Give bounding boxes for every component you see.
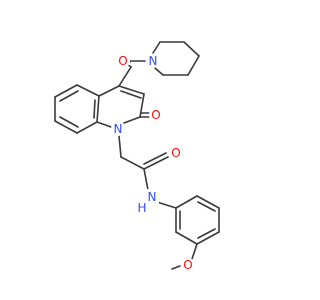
bond <box>197 228 216 239</box>
atom-label: H <box>137 201 146 215</box>
atom-label: N <box>148 190 157 204</box>
atom-o-methoxy: O <box>181 258 195 272</box>
bond <box>191 243 198 260</box>
bond <box>143 156 169 170</box>
bond <box>171 265 181 270</box>
atom-label: O <box>151 108 160 122</box>
molecule-structure: O N O N O N H O <box>54 41 220 272</box>
atom-label: O <box>171 146 180 160</box>
bond <box>183 41 200 57</box>
bond <box>59 90 79 102</box>
bond <box>196 231 220 245</box>
atom-o-ring: O <box>149 108 163 122</box>
bond <box>54 120 78 134</box>
bond <box>143 168 149 191</box>
bond <box>76 121 98 134</box>
bond <box>120 156 145 170</box>
bond <box>96 121 115 129</box>
atom-label: N <box>114 122 123 136</box>
bond <box>118 135 122 158</box>
atom-label: O <box>118 54 127 68</box>
bond <box>59 116 79 128</box>
atom-n-piperidine: N <box>146 54 160 68</box>
atom-label: N <box>149 54 158 68</box>
atom-nh-amide: N H <box>137 189 159 215</box>
bond <box>98 85 120 97</box>
bonds <box>54 41 220 270</box>
atom-o-amide: O <box>169 146 183 160</box>
bond <box>93 99 96 119</box>
bond <box>143 152 167 165</box>
bond <box>118 66 132 87</box>
atom-n-quinolinone: N <box>111 122 125 136</box>
atom-label: O <box>183 258 192 272</box>
atom-o-carbonyl-top: O <box>116 54 130 68</box>
bond <box>123 116 141 124</box>
atom-labels: O N O N O N H O <box>111 54 195 272</box>
bond <box>175 195 198 209</box>
bond <box>152 41 161 54</box>
bond <box>120 90 142 99</box>
bond <box>156 201 177 209</box>
bond <box>118 85 145 95</box>
bond <box>175 231 198 245</box>
bond <box>54 84 78 98</box>
bond <box>76 84 100 97</box>
bond <box>96 95 100 123</box>
bond <box>154 67 164 76</box>
bond <box>187 55 200 76</box>
bond <box>196 195 220 209</box>
bond <box>197 201 216 212</box>
